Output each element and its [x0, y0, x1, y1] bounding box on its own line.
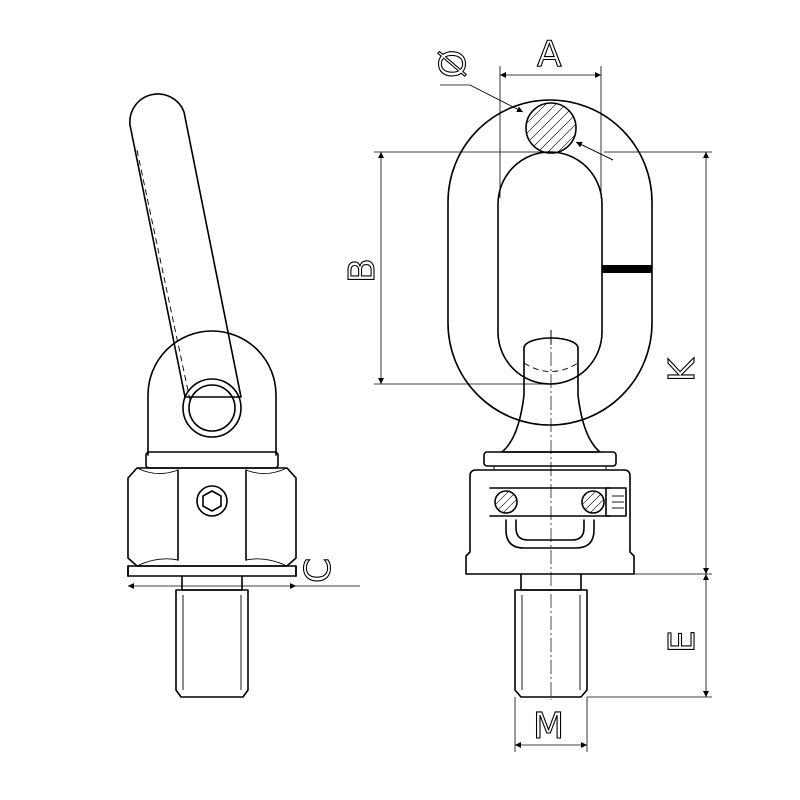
dim-diameter: Ø [432, 49, 614, 161]
swivel-body [465, 469, 635, 575]
link-outer [447, 99, 653, 426]
hex-socket [202, 490, 222, 512]
pivot-inner [188, 384, 236, 432]
lifting-bail [129, 93, 242, 401]
label-a: A [537, 34, 562, 75]
label-k: K [662, 357, 703, 382]
swivel-shank [501, 330, 601, 453]
label-diameter: Ø [433, 50, 474, 78]
side-view: C [127, 93, 360, 698]
side-plug [605, 487, 627, 517]
weld-mark [602, 265, 652, 273]
housing-flange [145, 451, 279, 469]
dim-b: B [341, 151, 551, 385]
dim-m: M [514, 697, 588, 752]
label-c: C [298, 558, 339, 583]
socket-screw [196, 485, 228, 517]
label-m: M [533, 706, 564, 747]
pivot-housing [147, 330, 277, 456]
ring-section [525, 102, 577, 154]
dim-k: K [604, 151, 712, 575]
top-collar [483, 451, 617, 467]
label-e: E [662, 630, 703, 653]
dim-c: C [128, 557, 360, 589]
threaded-shank-side [175, 575, 249, 698]
label-b: B [342, 258, 383, 283]
dim-e: E [587, 574, 712, 698]
hex-body [127, 467, 297, 577]
link-inner [497, 151, 603, 385]
pivot-outer [182, 378, 242, 438]
front-view: A Ø B K E [341, 33, 712, 752]
threaded-shank-front [514, 573, 588, 698]
dim-a: A [499, 33, 602, 198]
